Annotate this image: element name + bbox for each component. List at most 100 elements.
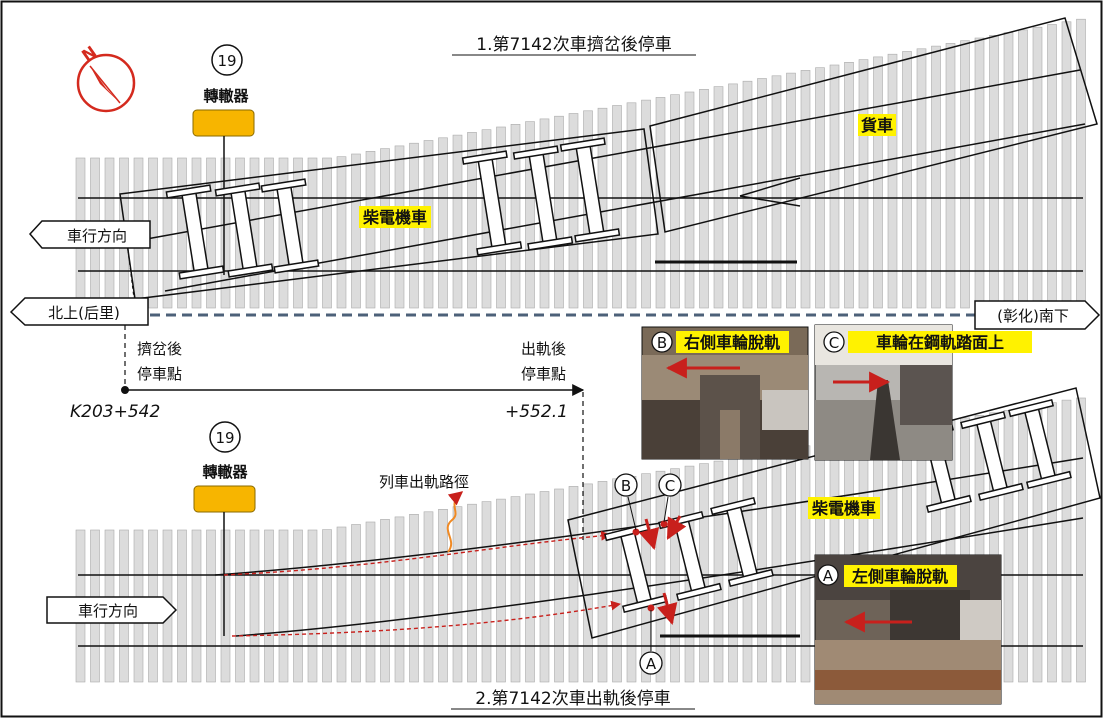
sleeper <box>757 78 767 309</box>
north-label: 北上(后里) <box>48 304 120 322</box>
switch-label-bottom: 轉轍器 <box>202 463 248 481</box>
sleeper <box>597 481 608 683</box>
top-title: 1.第7142次車擠岔後停車 <box>476 35 671 55</box>
sleeper <box>539 491 550 683</box>
sleeper <box>612 105 622 309</box>
sleeper <box>554 488 564 683</box>
sleeper <box>438 137 448 309</box>
switch-number-bottom: 19 <box>215 429 234 447</box>
sleeper <box>568 113 579 309</box>
sleeper <box>525 121 535 309</box>
sleeper <box>525 493 535 683</box>
wheelset-icon <box>165 137 621 280</box>
sleeper <box>220 529 231 683</box>
marker-b: B <box>614 473 638 531</box>
sleeper <box>496 498 506 683</box>
photo-a-caption-bg <box>844 565 957 587</box>
marker-b-text: B <box>621 477 631 495</box>
sleeper <box>336 156 347 309</box>
sleeper <box>293 529 303 683</box>
sleeper <box>974 37 985 309</box>
photo-c-caption-bg <box>848 331 1032 353</box>
sleeper <box>655 470 666 683</box>
sleeper <box>728 83 738 309</box>
sleeper <box>191 529 202 683</box>
sleeper <box>1032 26 1043 309</box>
marker-c-text: C <box>665 477 675 495</box>
sleeper <box>786 72 796 309</box>
sleeper <box>220 157 231 309</box>
point-b-dot <box>632 528 640 536</box>
photo-a-badge-text: A <box>823 567 834 585</box>
photo-c-caption: 車輪在鋼軌踏面上 <box>876 333 1004 352</box>
sleeper <box>771 75 782 309</box>
sleeper <box>365 521 376 683</box>
derail-path-label: 列車出軌路徑 <box>379 473 469 491</box>
compass-icon: N <box>76 42 136 113</box>
derail-arrow-icon <box>638 515 687 626</box>
stop-point-2-line2: 停車點 <box>521 365 566 383</box>
sleeper <box>380 148 390 309</box>
sleeper <box>1018 407 1028 683</box>
sleeper <box>307 157 318 309</box>
sleeper <box>902 51 912 309</box>
stop-point-1-line1: 擠岔後 <box>137 340 182 358</box>
sleeper <box>728 458 738 683</box>
photo-b-badge-text: B <box>657 334 667 352</box>
sleeper <box>322 529 332 683</box>
switch-machine-icon: 19 轉轍器 <box>192 44 255 275</box>
sleeper <box>278 529 289 683</box>
south-label-box: (彰化)南下 <box>974 300 1101 330</box>
sleeper <box>916 48 927 309</box>
sleeper <box>423 511 434 683</box>
sleeper <box>670 94 680 309</box>
sleeper <box>1061 21 1072 309</box>
marker-c: C <box>658 473 682 523</box>
sleeper <box>481 501 492 683</box>
photo-a-badge <box>817 564 839 586</box>
sleeper <box>1076 397 1086 683</box>
photo-b <box>641 326 809 460</box>
sleeper <box>510 124 521 309</box>
sleeper <box>612 478 622 683</box>
sleeper <box>829 64 840 309</box>
sleeper <box>554 115 564 309</box>
sleeper <box>307 529 318 683</box>
sleeper <box>206 157 216 309</box>
sleeper <box>684 91 695 309</box>
marker-a-text: A <box>646 655 657 673</box>
sleeper <box>206 529 216 683</box>
switch-machine-bottom: 19 轉轍器 <box>193 421 256 636</box>
direction-label-bottom: 車行方向 <box>78 602 138 620</box>
sleeper <box>1003 409 1014 683</box>
sleeper <box>583 483 593 683</box>
locomotive-label-bg-top <box>359 206 431 228</box>
sleeper <box>945 43 956 309</box>
stop-point-2-line1: 出軌後 <box>521 340 566 358</box>
sleeper <box>989 34 999 309</box>
sleeper <box>887 53 898 309</box>
switch-number-top: 19 <box>217 52 236 70</box>
sleeper <box>1018 29 1028 309</box>
locomotive-label-top: 柴電機車 <box>362 208 427 227</box>
km-end: +552.1 <box>505 402 568 422</box>
sleeper <box>249 529 260 683</box>
sleeper <box>365 151 376 309</box>
photo-a-caption: 左側車輪脫軌 <box>851 567 948 586</box>
sleeper <box>467 132 477 309</box>
sleeper <box>264 529 274 683</box>
switch-label-top: 轉轍器 <box>203 87 249 105</box>
direction-arrow-top: 車行方向 <box>28 220 151 249</box>
direction-label-top: 車行方向 <box>67 227 127 245</box>
compass-letter: N <box>78 42 100 65</box>
sleeper <box>452 506 463 683</box>
locomotive-label-bottom: 柴電機車 <box>811 499 876 518</box>
sleeper <box>467 503 477 683</box>
sleeper <box>264 157 274 309</box>
sleeper <box>1047 402 1057 683</box>
sleeper <box>1047 24 1057 309</box>
sleeper <box>351 153 361 309</box>
sleeper <box>351 524 361 683</box>
freight-label-bg <box>858 114 896 136</box>
marker-a: A <box>639 610 663 675</box>
